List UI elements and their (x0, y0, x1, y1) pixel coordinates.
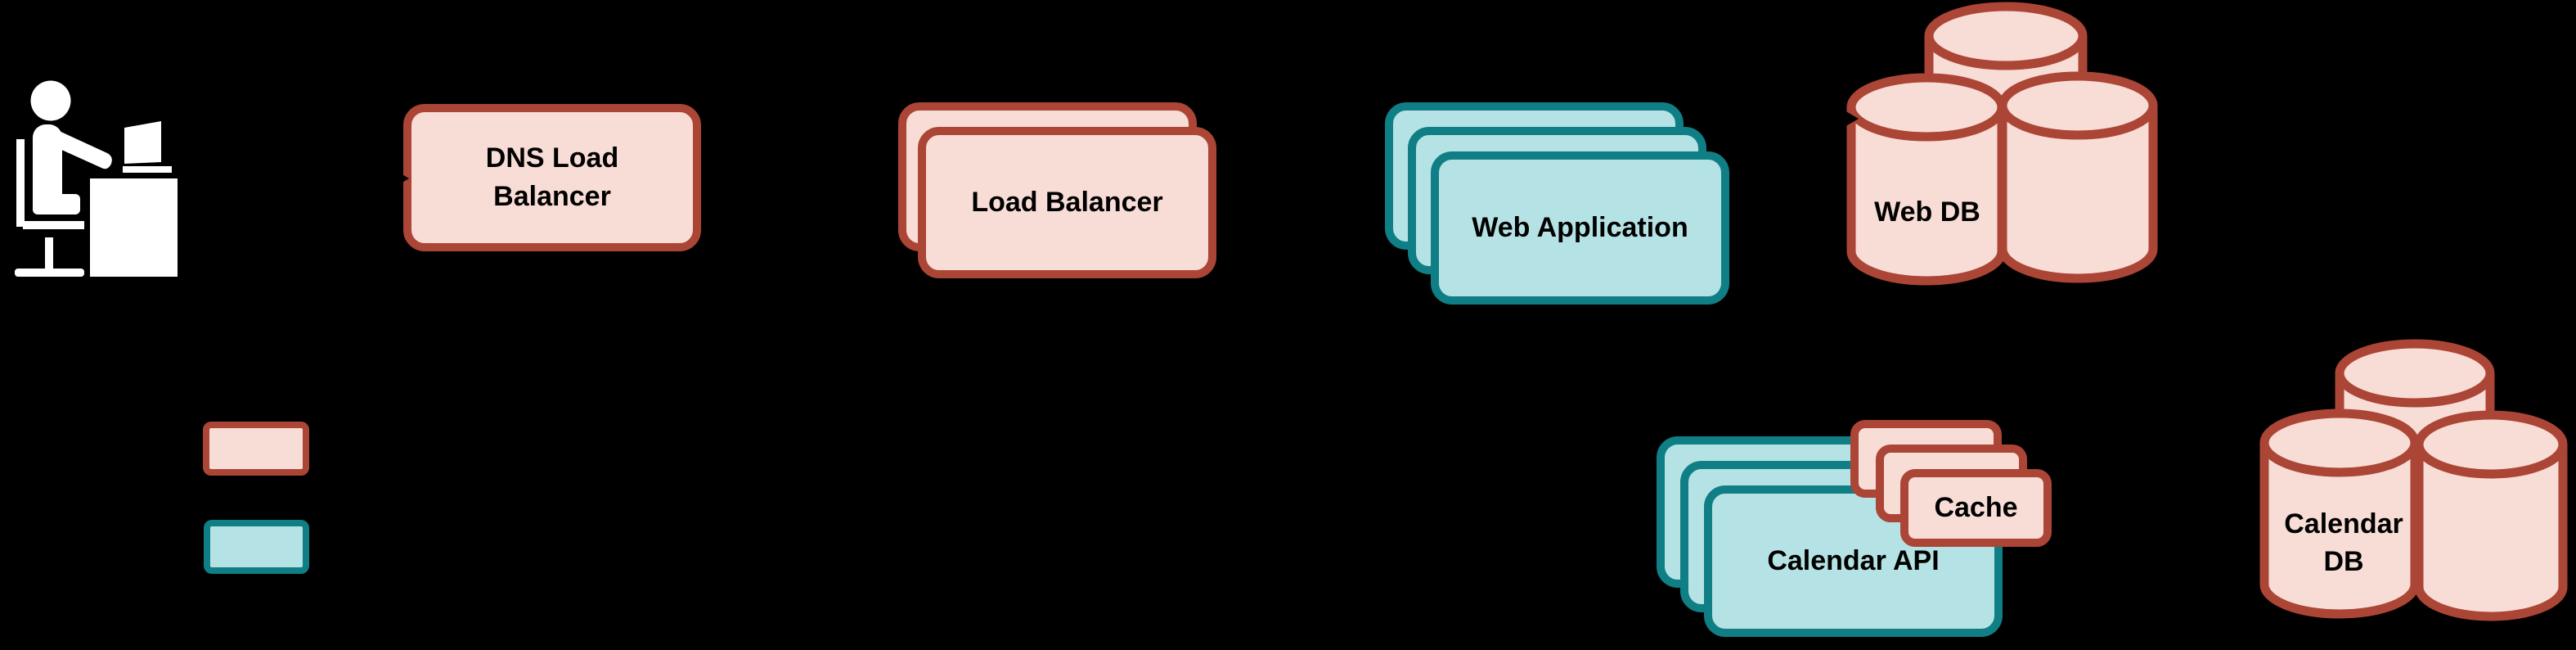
chair-back (16, 139, 25, 227)
node-label: DNS Load Balancer (485, 142, 619, 212)
chair-seat (23, 221, 84, 229)
user-torso (33, 124, 62, 214)
arrowhead-tip (1839, 107, 1859, 130)
database-cluster-web-db-icon (1846, 2, 2158, 286)
desk (90, 178, 178, 277)
node-load-balancer: Load Balancer (918, 127, 1216, 278)
database-cluster-calendar-db-icon (2259, 339, 2568, 621)
node-label: Cache (1934, 492, 2018, 523)
node-label: Calendar API (1767, 545, 1940, 576)
node-cache: Cache (1900, 469, 2052, 547)
node-label: Web Application (1472, 212, 1688, 243)
chair-pedestal (45, 237, 53, 270)
user-head (30, 80, 71, 121)
chair-base (15, 269, 84, 277)
arrowhead-tip (389, 167, 409, 190)
node-web-application: Web Application (1431, 151, 1729, 305)
node-label: Web DB (1874, 196, 1980, 228)
user-leg (33, 194, 80, 214)
node-label: Calendar DB (2284, 508, 2403, 577)
user-at-computer-icon (15, 80, 178, 277)
user-arm (51, 129, 112, 169)
keyboard-bar (123, 166, 172, 173)
monitor (124, 121, 161, 164)
node-label: Load Balancer (971, 187, 1163, 218)
legend-pink-swatch (203, 422, 309, 476)
legend-teal-swatch (204, 520, 309, 574)
node-dns-load-balancer: DNS Load Balancer (403, 104, 701, 251)
